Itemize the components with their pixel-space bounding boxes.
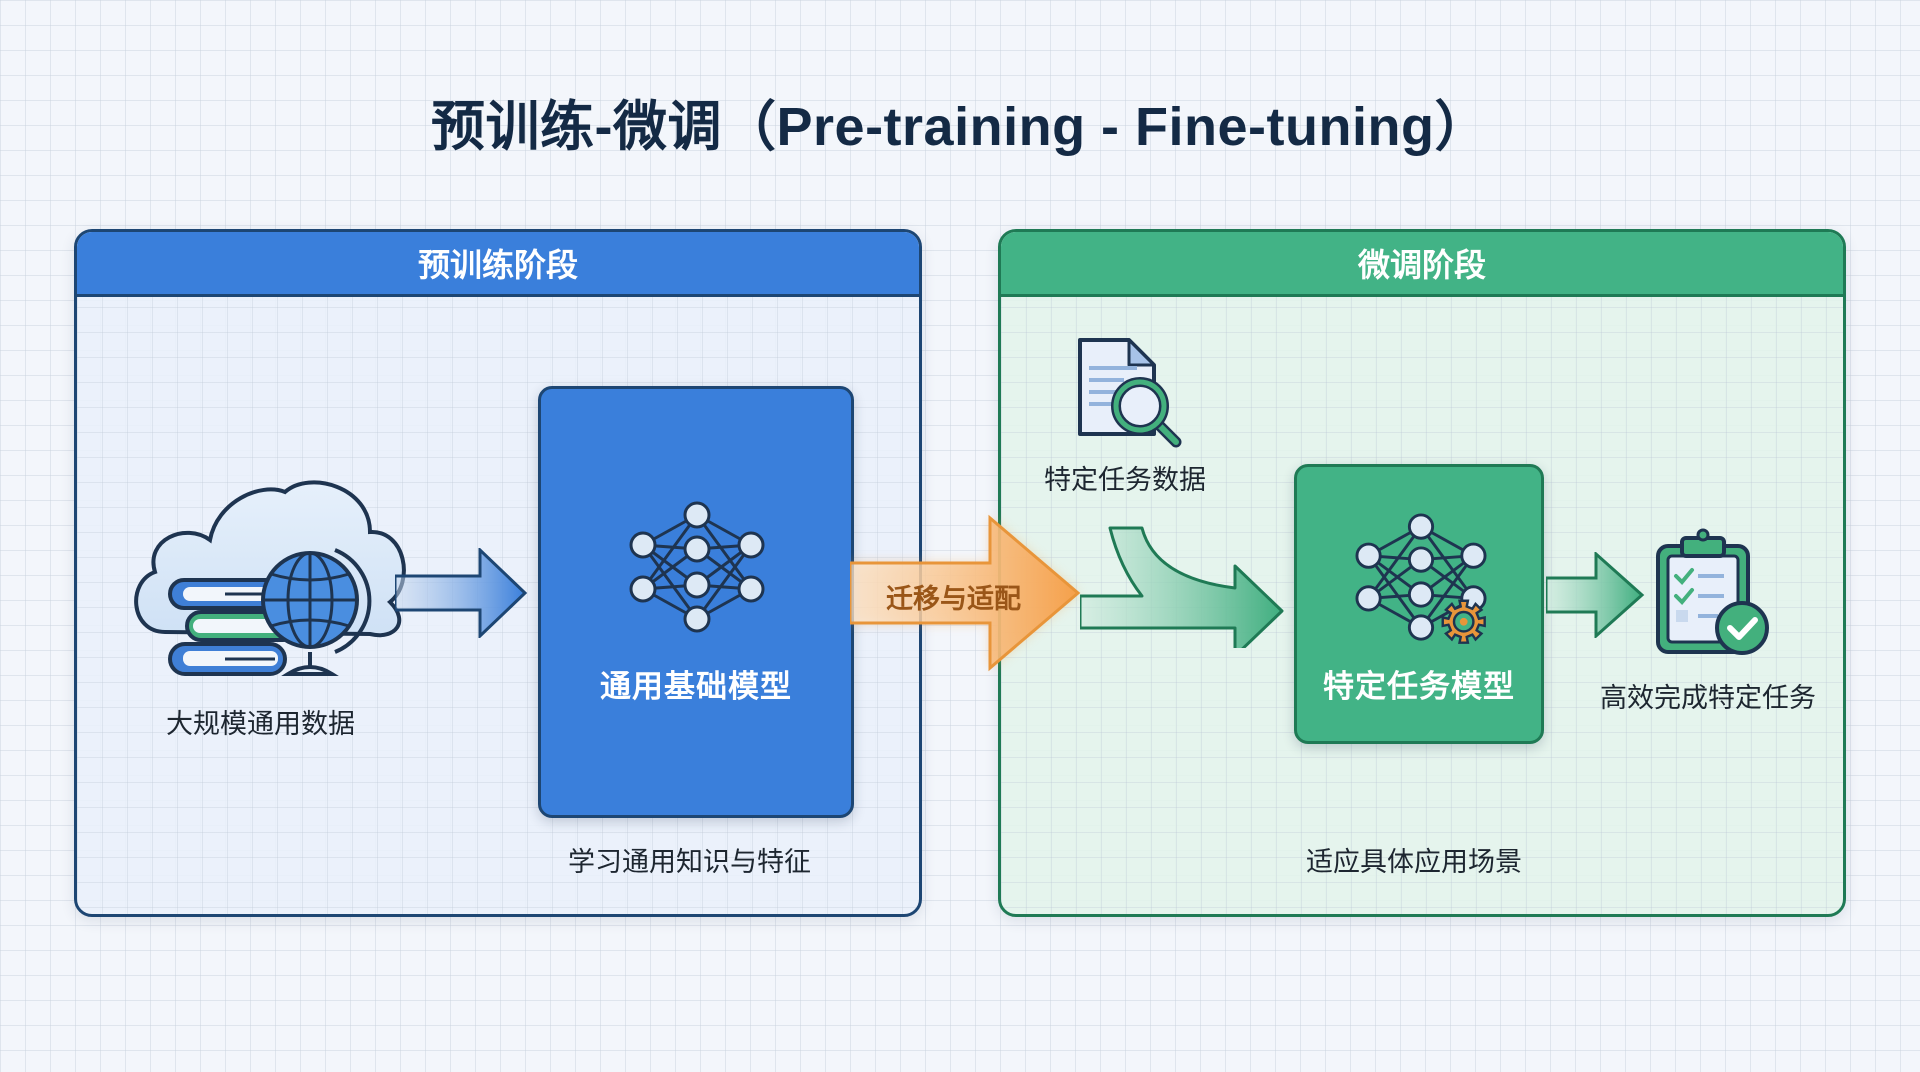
network-node	[1407, 614, 1435, 641]
general-base-model-box: 通用基础模型	[538, 386, 854, 818]
finetune-stage-header: 微调阶段	[1001, 232, 1843, 297]
network-node	[1407, 513, 1435, 540]
network-node	[1460, 542, 1487, 569]
model-to-result-arrow-icon	[1546, 552, 1645, 638]
task-data-merge-arrow-icon	[1080, 526, 1284, 648]
general-base-model-label: 通用基础模型	[600, 669, 792, 705]
general-data-label: 大规模通用数据	[166, 709, 355, 740]
data-to-model-arrow-icon	[395, 548, 528, 638]
network-node	[683, 605, 711, 633]
network-node	[1355, 542, 1382, 569]
network-node	[737, 575, 765, 603]
neural-network-icon	[629, 501, 765, 633]
gear-icon	[1441, 599, 1486, 644]
network-node	[1407, 581, 1435, 608]
globe-icon	[261, 548, 372, 676]
pretrain-caption: 学习通用知识与特征	[568, 847, 811, 878]
network-node	[683, 501, 711, 529]
neural-network-gear-icon	[1355, 513, 1487, 644]
transfer-arrow-icon	[850, 514, 1081, 672]
network-node	[737, 531, 765, 559]
network-node	[683, 571, 711, 599]
result-label: 高效完成特定任务	[1600, 683, 1816, 714]
clipboard-check-icon	[1656, 528, 1769, 655]
task-specific-model-label: 特定任务模型	[1323, 669, 1515, 705]
diagram-title: 预训练-微调（Pre-training - Fine-tuning）	[431, 97, 1489, 157]
document-search-icon	[1078, 338, 1182, 448]
finetune-caption: 适应具体应用场景	[1306, 847, 1522, 878]
pretrain-stage-header: 预训练阶段	[77, 232, 919, 297]
task-specific-model-box: 特定任务模型	[1294, 464, 1544, 744]
books-icon	[168, 578, 299, 676]
task-data-label: 特定任务数据	[1044, 465, 1206, 496]
network-node	[1355, 585, 1382, 612]
network-node	[629, 575, 657, 603]
general-data-icon	[134, 480, 406, 676]
transfer-label: 迁移与适配	[886, 584, 1021, 615]
network-node	[1407, 546, 1435, 573]
network-node	[683, 535, 711, 563]
network-node	[629, 531, 657, 559]
